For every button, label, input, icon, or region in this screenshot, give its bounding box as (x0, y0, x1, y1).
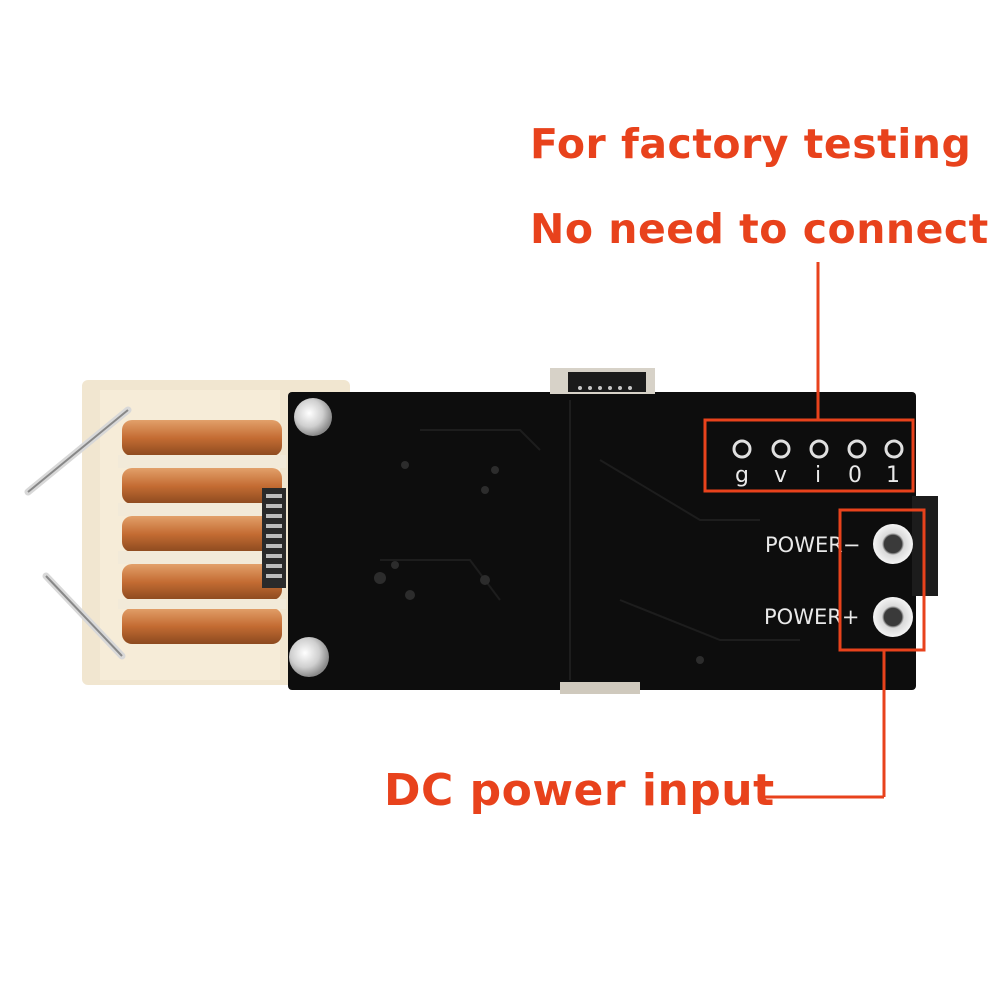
pin-label-v: v (774, 463, 787, 488)
power-minus-label: POWER− (765, 533, 860, 557)
factory-pins-highlight-box (703, 418, 915, 493)
factory-test-pins: g v i 0 1 (732, 439, 904, 488)
power-pads-highlight-box (838, 508, 926, 652)
transformer-coil (24, 380, 350, 685)
pin-label-0: 0 (848, 463, 862, 488)
annotation-factory-testing: For factory testing (530, 120, 972, 168)
pin-label-i: i (815, 463, 821, 488)
power-pads: POWER− POWER+ (764, 524, 913, 637)
screw-top (294, 398, 332, 436)
power-plus-label: POWER+ (764, 605, 859, 629)
pin-label-1: 1 (886, 463, 900, 488)
pin-label-g: g (735, 463, 749, 488)
annotation-dc-power-input: DC power input (384, 765, 775, 816)
annotation-no-need-to-connect: No need to connect (530, 205, 989, 253)
screw-bottom (289, 637, 329, 677)
pcb-board (288, 368, 938, 694)
annotation-callouts (703, 262, 926, 799)
